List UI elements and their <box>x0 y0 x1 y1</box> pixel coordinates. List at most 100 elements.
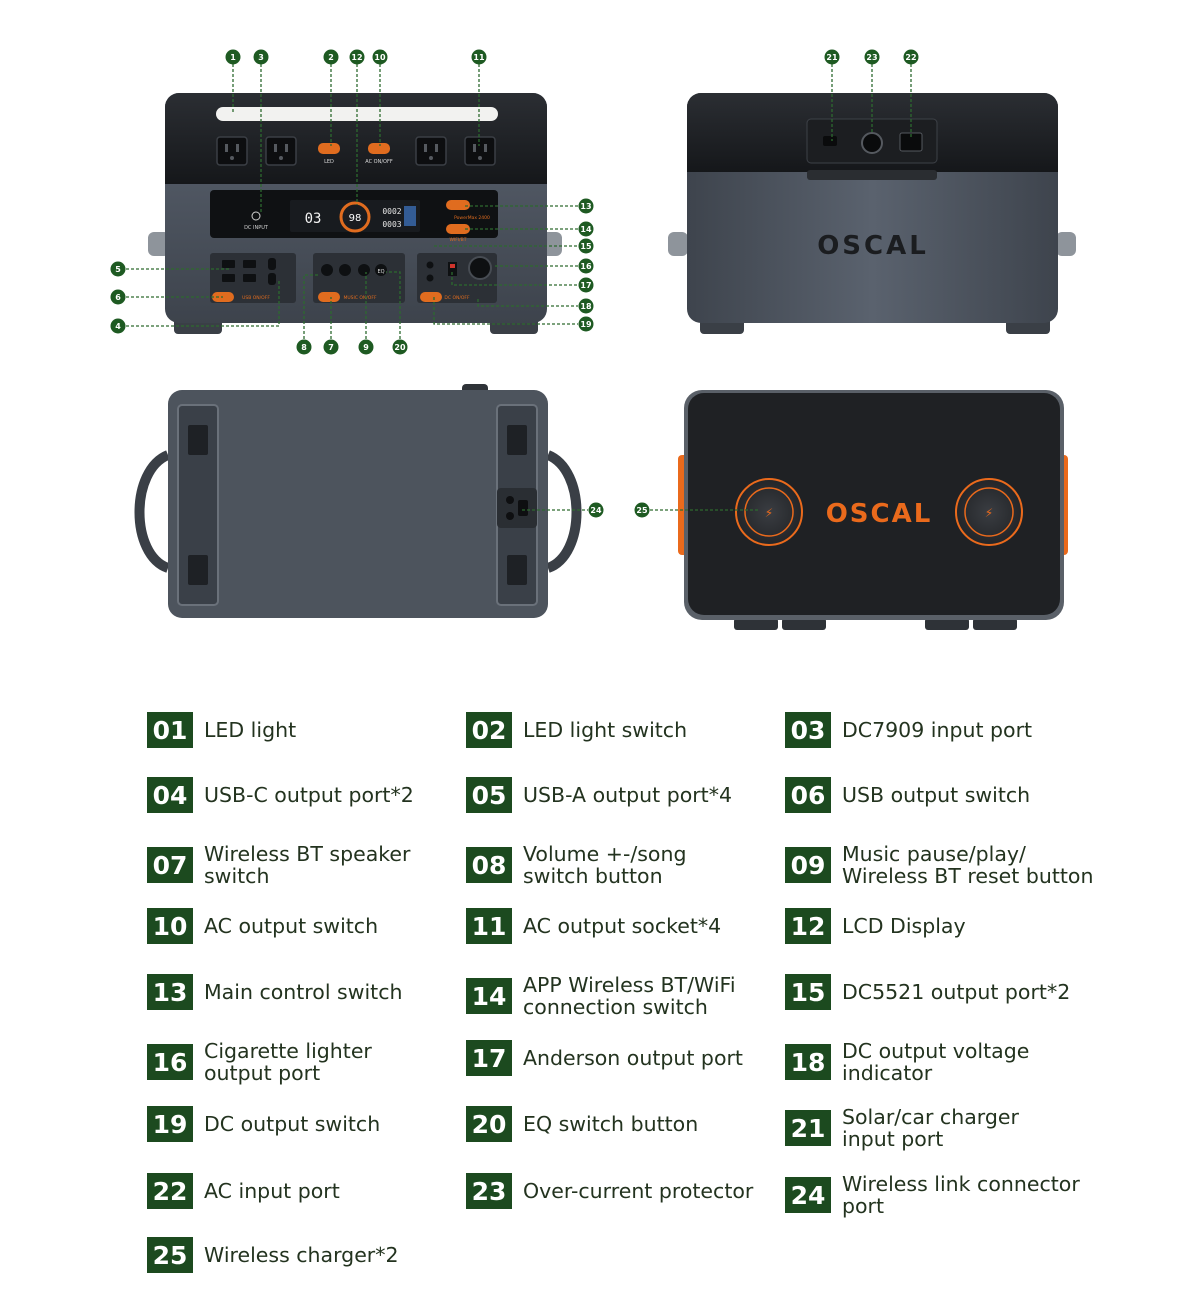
right-handle <box>1056 232 1076 256</box>
play-pause-button[interactable] <box>358 264 370 276</box>
ac-switch-button[interactable] <box>368 143 390 154</box>
legend-description: Music pause/play/ Wireless BT reset butt… <box>842 842 1094 888</box>
callout-badge: 19 <box>580 320 592 329</box>
legend-number-badge: 18 <box>785 1044 831 1080</box>
legend-description: LED light <box>204 718 297 742</box>
callout-badge: 7 <box>328 343 334 352</box>
callout-badge: 14 <box>580 225 592 234</box>
legend-item: 01 LED light <box>147 712 296 748</box>
callout-badge: 1 <box>230 53 236 62</box>
legend-description: Anderson output port <box>523 1046 743 1070</box>
legend-item: 24 Wireless link connector port <box>785 1173 1080 1217</box>
legend-description: Solar/car charger input port <box>842 1105 1019 1151</box>
product-diagram: LED AC ON/OFF DC INPUT 03 98 0002 0003 P… <box>110 49 1076 630</box>
lcd-soc: 98 <box>349 213 362 224</box>
music-switch-label: MUSIC ON/OFF <box>343 295 376 301</box>
legend-description: Wireless link connector port <box>842 1172 1080 1218</box>
legend-item: 16 Cigarette lighter output port <box>147 1040 372 1084</box>
left-handle <box>668 232 688 256</box>
main-switch-button[interactable] <box>446 200 470 210</box>
legend-item: 21 Solar/car charger input port <box>785 1106 1019 1150</box>
callout-badge: 4 <box>115 322 121 331</box>
legend-number-badge: 07 <box>147 847 193 883</box>
callout-badge: 16 <box>580 262 592 271</box>
solar-input-port <box>823 136 837 146</box>
legend-item: 19 DC output switch <box>147 1106 380 1142</box>
callout-badge: 25 <box>636 506 648 515</box>
lcd-left-value: 03 <box>305 211 322 227</box>
legend-number-badge: 24 <box>785 1177 831 1213</box>
legend-number-badge: 17 <box>466 1040 512 1076</box>
legend-number-badge: 16 <box>147 1044 193 1080</box>
legend-description: APP Wireless BT/WiFi connection switch <box>523 973 736 1019</box>
legend-description: AC output socket*4 <box>523 914 722 938</box>
dc-switch-button[interactable] <box>420 292 442 302</box>
legend-number-badge: 02 <box>466 712 512 748</box>
callout-badge: 12 <box>351 53 362 62</box>
legend-description: AC output switch <box>204 914 379 938</box>
callout-badge: 10 <box>374 53 386 62</box>
callout-badge: 15 <box>580 242 592 251</box>
top-view: ⚡ ⚡ OSCAL <box>678 390 1068 630</box>
legend-description: DC output voltage indicator <box>842 1039 1030 1085</box>
legend-item: 09 Music pause/play/ Wireless BT reset bu… <box>785 843 1093 887</box>
lcd-right-1: 0002 <box>382 207 401 216</box>
overcurrent-protector <box>861 132 883 154</box>
legend-description: Over-current protector <box>523 1179 754 1203</box>
eq-button[interactable] <box>375 264 387 276</box>
legend-number-badge: 08 <box>466 847 512 883</box>
legend-description: Cigarette lighter output port <box>204 1039 372 1085</box>
callout-badge: 21 <box>826 53 838 62</box>
led-switch-button[interactable] <box>318 143 340 154</box>
legend-number-badge: 20 <box>466 1106 512 1142</box>
legend-item: 12 LCD Display <box>785 908 966 944</box>
legend-description: Main control switch <box>204 980 403 1004</box>
charging-bolt-icon: ⚡ <box>765 506 773 520</box>
music-switch-button[interactable] <box>318 292 340 302</box>
bottom-rail-left <box>177 404 219 606</box>
legend-description: DC7909 input port <box>842 718 1033 742</box>
callout-badge: 18 <box>580 302 592 311</box>
callout-badge: 13 <box>580 202 591 211</box>
legend-number-badge: 09 <box>785 847 831 883</box>
charging-bolt-icon: ⚡ <box>985 506 993 520</box>
legend-number-badge: 14 <box>466 978 512 1014</box>
ac-switch-label: AC ON/OFF <box>365 159 393 165</box>
callout-badge: 17 <box>580 281 591 290</box>
legend-description: AC input port <box>204 1179 340 1203</box>
lcd-right-2: 0003 <box>382 220 401 229</box>
callout-badge: 20 <box>394 343 406 352</box>
callout-badge: 8 <box>301 343 307 352</box>
callout-badge: 24 <box>590 506 602 515</box>
dc-switch-label: DC ON/OFF <box>444 295 470 301</box>
callout-lines <box>126 64 912 511</box>
legend-number-badge: 11 <box>466 908 512 944</box>
legend-number-badge: 05 <box>466 777 512 813</box>
lcd-battery-ring <box>339 201 371 233</box>
led-label: LED <box>324 159 334 165</box>
callout-badge: 11 <box>473 53 485 62</box>
legend-item: 17 Anderson output port <box>466 1040 743 1076</box>
legend-item: 14 APP Wireless BT/WiFi connection switch <box>466 974 736 1018</box>
legend-number-badge: 03 <box>785 712 831 748</box>
legend-number-badge: 22 <box>147 1173 193 1209</box>
callout-badge: 2 <box>328 53 334 62</box>
legend-number-badge: 21 <box>785 1110 831 1146</box>
legend-number-badge: 15 <box>785 974 831 1010</box>
legend-number-badge: 19 <box>147 1106 193 1142</box>
wifi-bt-switch-button[interactable] <box>446 224 470 234</box>
legend-number-badge: 25 <box>147 1237 193 1273</box>
legend-number-badge: 06 <box>785 777 831 813</box>
dc-input-label: DC INPUT <box>244 225 269 231</box>
left-handle <box>148 232 170 256</box>
ac-input-port <box>899 132 923 152</box>
legend-number-badge: 01 <box>147 712 193 748</box>
